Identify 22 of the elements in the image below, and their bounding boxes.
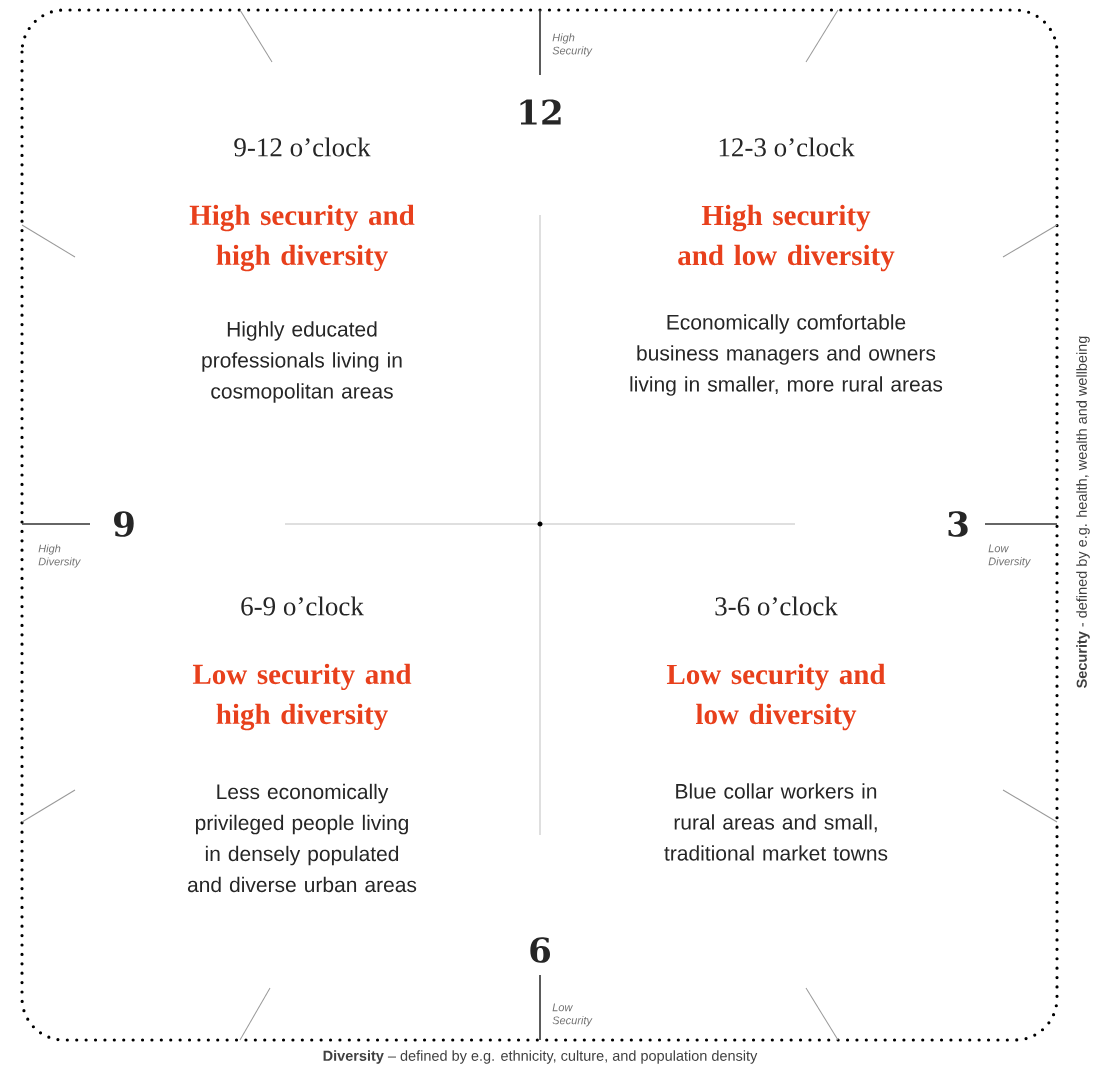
quadrant-description: Blue collar workers in rural areas and small, traditional market towns	[664, 783, 888, 861]
quadrant-time: 6-9 o’clock	[241, 596, 364, 616]
axis-title: Security - defined by e.g. health, wealth and wellbeing	[1076, 336, 1090, 688]
quadrant-title: High security and low diversity	[678, 204, 895, 272]
axis-end-label: Low Diversity	[988, 544, 1031, 568]
clock-number: 3	[948, 511, 968, 537]
quadrant-time: 3-6 o’clock	[715, 596, 838, 616]
axis-title: Diversity – defined by e.g. ethnicity, culture, and population density	[323, 1050, 758, 1064]
quadrant-description: Highly educated professionals living in cosmopolitan areas	[202, 321, 402, 403]
quadrant-title: Low security and high diversity	[192, 663, 412, 731]
clock-number: 9	[114, 511, 134, 537]
quadrant-title: Low security and low diversity	[666, 663, 886, 731]
axis-end-label: High Diversity	[38, 544, 81, 568]
quadrant-title: High security and high diversity	[189, 204, 415, 272]
quadrant-time: 9-12 o’clock	[234, 137, 371, 157]
quadrant-description: Less economically privileged people living in densely populated and diverse urban areas	[187, 783, 417, 893]
quadrant-time: 12-3 o’clock	[719, 137, 855, 157]
axis-end-label: High Security	[552, 33, 593, 57]
axis-end-label: Low Security	[552, 1003, 593, 1027]
clock-number: 6	[530, 937, 550, 963]
quadrant-description: Economically comfortable business managers and owners living in smaller, more rural areas	[630, 314, 943, 396]
clock-number: 12	[520, 99, 561, 125]
